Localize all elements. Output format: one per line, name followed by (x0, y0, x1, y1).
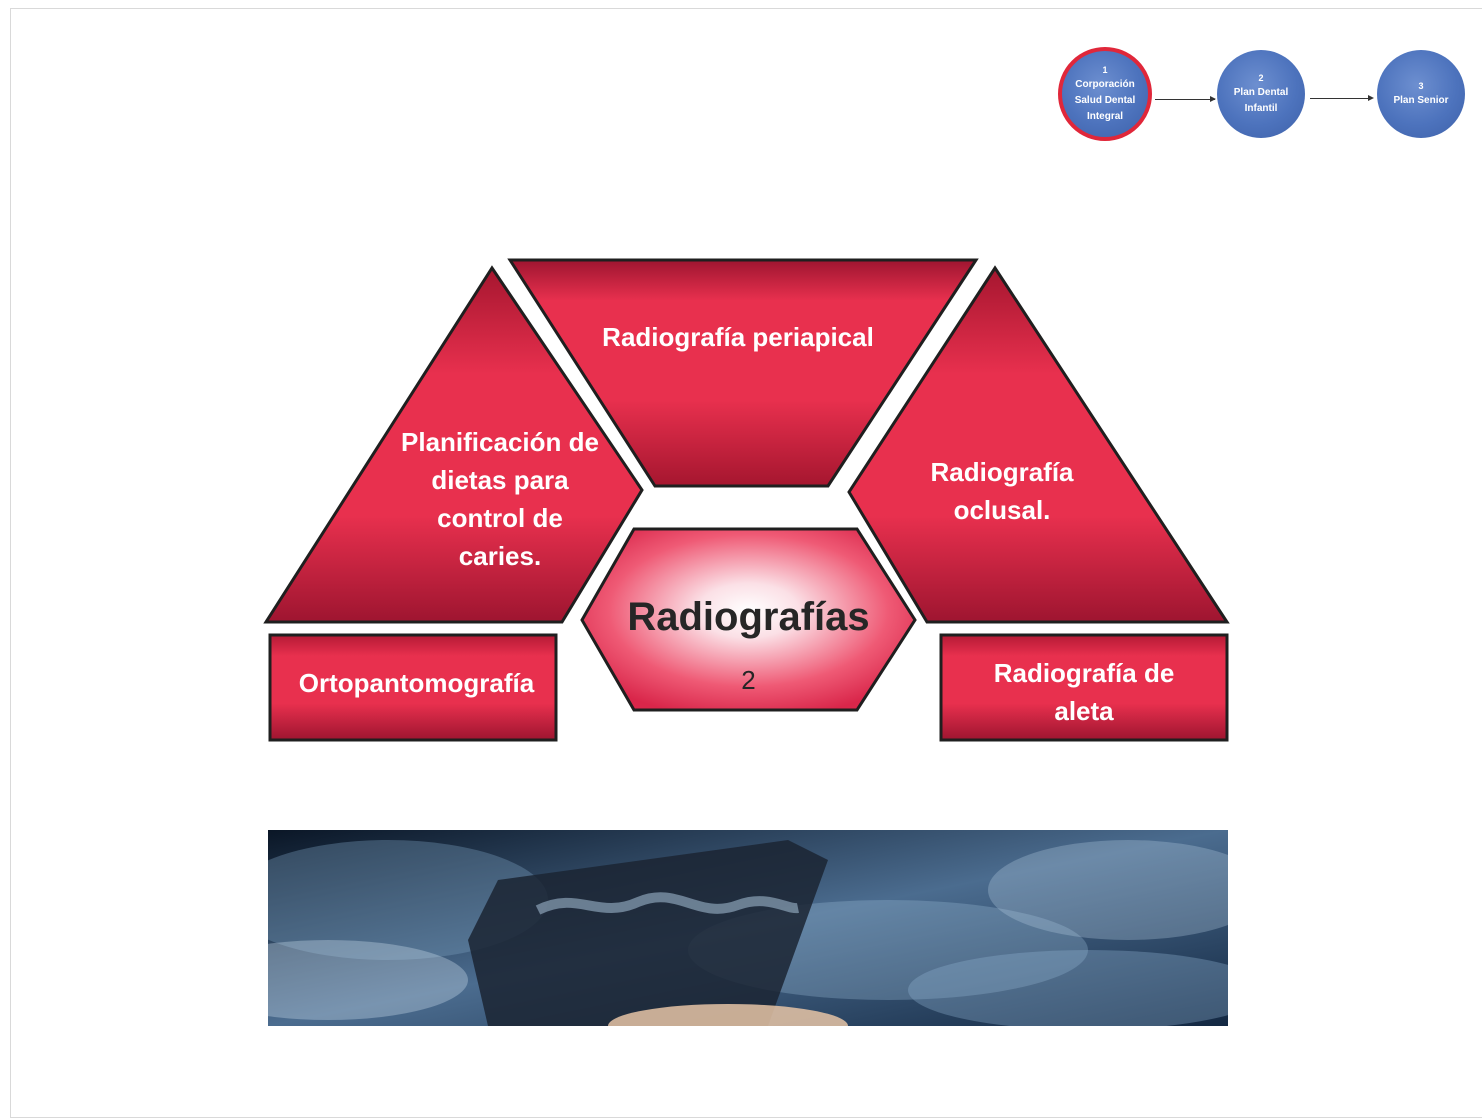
label-bottom-right-line: aleta (1054, 696, 1114, 726)
label-right-triangle: Radiografía oclusal. (882, 453, 1122, 529)
step-3-circle[interactable]: 3 Plan Senior (1377, 50, 1465, 138)
label-bottom-left: Ortopantomografía (298, 668, 535, 698)
label-right-line: Radiografía (930, 457, 1074, 487)
step-2-label-line: Infantil (1244, 103, 1278, 114)
center-title: Radiografías (627, 595, 870, 639)
shape-top-trapezoid[interactable] (507, 258, 979, 488)
label-left-line: control de (437, 503, 563, 533)
label-bottom-right: Radiografía de aleta (941, 654, 1227, 730)
shape-right-triangle[interactable] (847, 265, 1230, 624)
shape-left-triangle[interactable] (263, 265, 644, 624)
arrow-head-icon (1368, 95, 1374, 101)
shape-center-hexagon[interactable] (580, 527, 917, 712)
step-2-number: 2 (1258, 73, 1264, 83)
step-1-label-line: Integral (1086, 111, 1124, 122)
step-arrow-2 (1310, 98, 1372, 99)
step-3-label-line: Plan Senior (1393, 95, 1449, 106)
step-2-label-line: Plan Dental (1233, 87, 1289, 98)
label-left-triangle: Planificación de dietas para control de … (380, 423, 620, 575)
step-2-circle[interactable]: 2 Plan Dental Infantil (1217, 50, 1305, 138)
step-1-circle[interactable]: 1 Corporación Salud Dental Integral (1058, 47, 1152, 141)
label-right-line: oclusal. (953, 495, 1051, 525)
xray-photo (268, 830, 1228, 1026)
arrow-head-icon (1210, 96, 1216, 102)
shape-bottom-right-rect[interactable] (939, 633, 1229, 742)
label-bottom-right-line: Radiografía de (993, 658, 1175, 688)
label-top: Radiografía periapical (602, 322, 874, 352)
xray-photo-icon (268, 830, 1228, 1026)
process-stepper: 1 Corporación Salud Dental Integral 2 Pl… (0, 0, 1482, 160)
step-arrow-1 (1155, 99, 1215, 100)
step-3-number: 3 (1418, 81, 1424, 91)
label-left-line: caries. (458, 541, 542, 571)
step-1-number: 1 (1102, 65, 1108, 75)
shape-bottom-left-rect[interactable] (268, 633, 558, 742)
radiography-diagram (263, 258, 1230, 742)
step-1-label-line: Corporación (1075, 79, 1135, 90)
step-1-label-line: Salud Dental (1074, 95, 1136, 106)
center-number: 2 (741, 665, 756, 695)
label-left-line: dietas para (431, 465, 569, 495)
label-left-line: Planificación de (401, 427, 599, 457)
